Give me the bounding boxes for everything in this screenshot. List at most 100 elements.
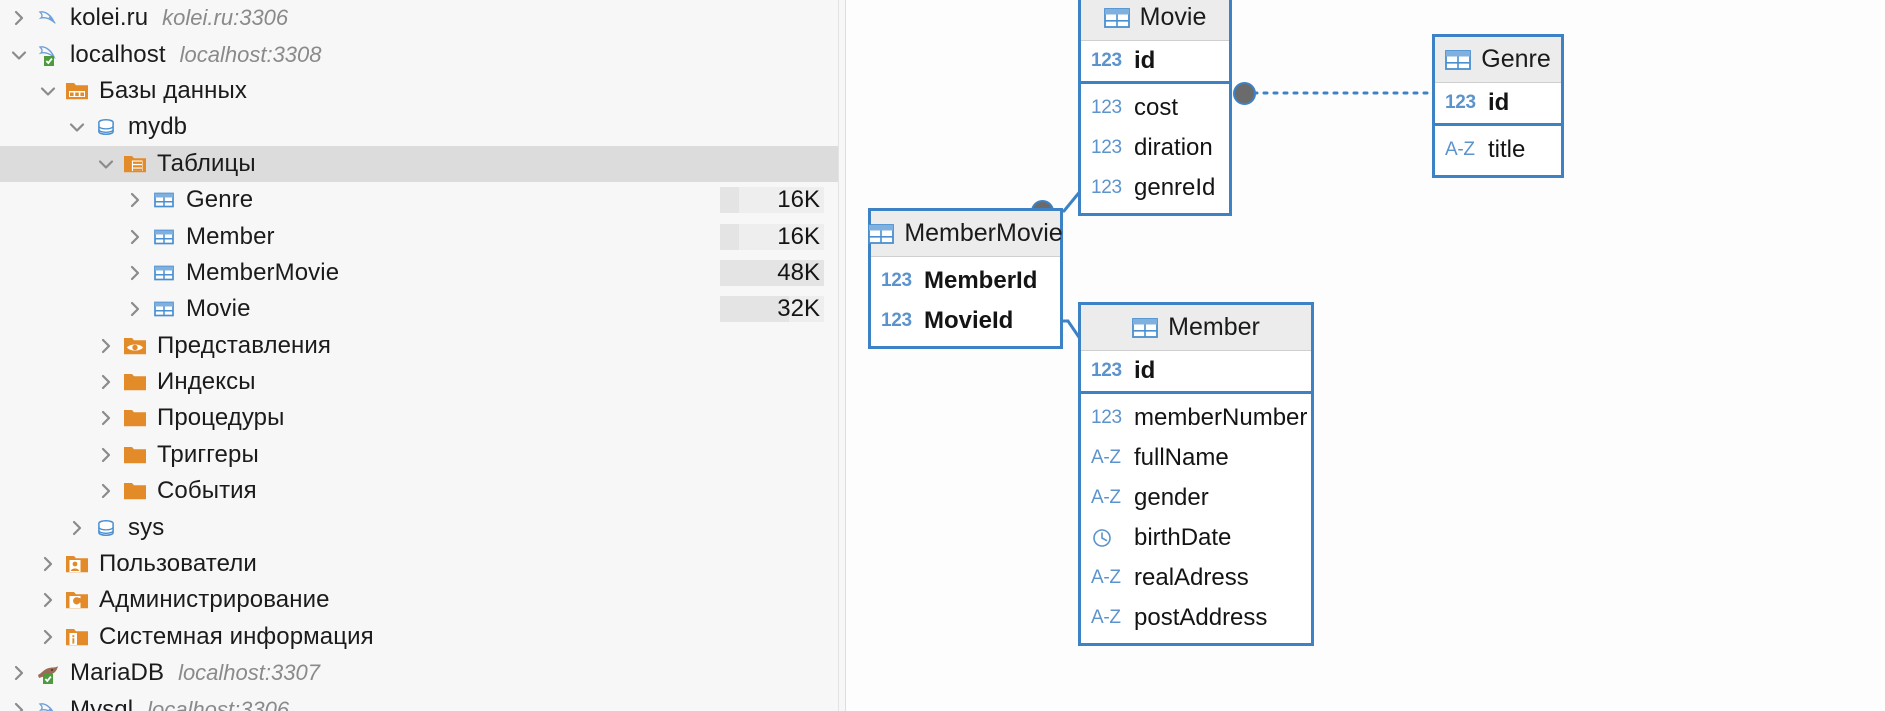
tree-item-triggers[interactable]: Триггеры [0, 437, 838, 473]
tree-item-t-genre[interactable]: Genre 16K [0, 182, 838, 218]
er-column-name: MovieId [924, 307, 1014, 334]
size-bar-fill [720, 296, 789, 323]
table-icon [152, 261, 176, 285]
chevron-right-icon[interactable] [95, 400, 117, 436]
info-folder-icon [65, 625, 89, 649]
tree-item-host: localhost:3308 [179, 41, 322, 67]
indent-spacer [0, 127, 66, 128]
tree-item-sysinfo[interactable]: Системная информация [0, 619, 838, 655]
er-column-name: fullName [1134, 444, 1229, 471]
chevron-right-icon[interactable] [66, 510, 88, 546]
chevron-right-icon[interactable] [95, 328, 117, 364]
indent-spacer [0, 709, 8, 710]
admin-folder-icon [65, 588, 89, 612]
tree-item-sys[interactable]: sys [0, 509, 838, 545]
er-table-header[interactable]: Movie [1081, 0, 1229, 41]
chevron-down-icon[interactable] [8, 37, 30, 73]
connector-dot-movie-right[interactable] [1233, 82, 1256, 105]
table-icon [1132, 317, 1159, 338]
size-bar-fill [720, 259, 824, 286]
chevron-right-icon[interactable] [37, 582, 59, 618]
chevron-right-icon[interactable] [124, 255, 146, 291]
tables-folder-icon [123, 152, 147, 176]
tree-item-indexes[interactable]: Индексы [0, 364, 838, 400]
relationship-connectors [1042, 91, 1434, 382]
tree-item-localhost[interactable]: localhost localhost:3308 [0, 36, 838, 72]
mariadb-ok-icon [36, 661, 60, 685]
tree-item-views[interactable]: Представления [0, 328, 838, 364]
text-type-icon: A-Z [1091, 567, 1121, 588]
chevron-down-icon[interactable] [66, 109, 88, 145]
chevron-right-icon[interactable] [124, 219, 146, 255]
indent-spacer [0, 54, 8, 55]
tree-item-users[interactable]: Пользователи [0, 546, 838, 582]
er-column[interactable]: birthDate [1081, 518, 1311, 558]
chevron-right-icon[interactable] [8, 0, 30, 36]
number-type-icon: 123 [881, 310, 912, 331]
indent-spacer [0, 90, 37, 91]
tree-item-label: localhost [70, 40, 166, 68]
tree-item-admin[interactable]: Администрирование [0, 582, 838, 618]
er-table-name: Movie [1139, 3, 1207, 31]
chevron-down-icon[interactable] [37, 73, 59, 109]
chevron-right-icon[interactable] [8, 655, 30, 691]
er-column[interactable]: 123 MovieId [871, 301, 1060, 341]
tree-item-mydb[interactable]: mydb [0, 109, 838, 145]
indent-spacer [0, 600, 37, 601]
chevron-right-icon[interactable] [95, 364, 117, 400]
text-type-icon: A-Z [1091, 487, 1121, 508]
chevron-right-icon[interactable] [124, 182, 146, 218]
dolphin-icon [36, 6, 60, 30]
chevron-right-icon[interactable] [37, 619, 59, 655]
databases-folder-icon [65, 79, 89, 103]
chevron-right-icon[interactable] [8, 692, 30, 711]
tree-item-tables[interactable]: Таблицы [0, 145, 838, 182]
tree-item-events[interactable]: События [0, 473, 838, 509]
er-table-header[interactable]: Genre [1435, 37, 1561, 83]
er-table-header[interactable]: MemberMovie [868, 211, 1063, 257]
table-icon [1445, 49, 1472, 70]
tree-item-databases[interactable]: Базы данных [0, 73, 838, 109]
chevron-right-icon[interactable] [124, 291, 146, 327]
chevron-down-icon[interactable] [95, 146, 117, 182]
panel-splitter[interactable] [838, 0, 846, 711]
tree-item-label: mydb [128, 113, 188, 141]
table-icon [152, 188, 176, 212]
tree-item-procedures[interactable]: Процедуры [0, 400, 838, 436]
chevron-right-icon[interactable] [37, 546, 59, 582]
table-size-indicator: 16K [720, 186, 824, 214]
er-table-header[interactable]: Member [1081, 305, 1311, 351]
tree-item-label: Genre [186, 186, 254, 214]
chevron-right-icon[interactable] [95, 437, 117, 473]
chevron-right-icon[interactable] [95, 473, 117, 509]
table-icon [152, 225, 176, 249]
